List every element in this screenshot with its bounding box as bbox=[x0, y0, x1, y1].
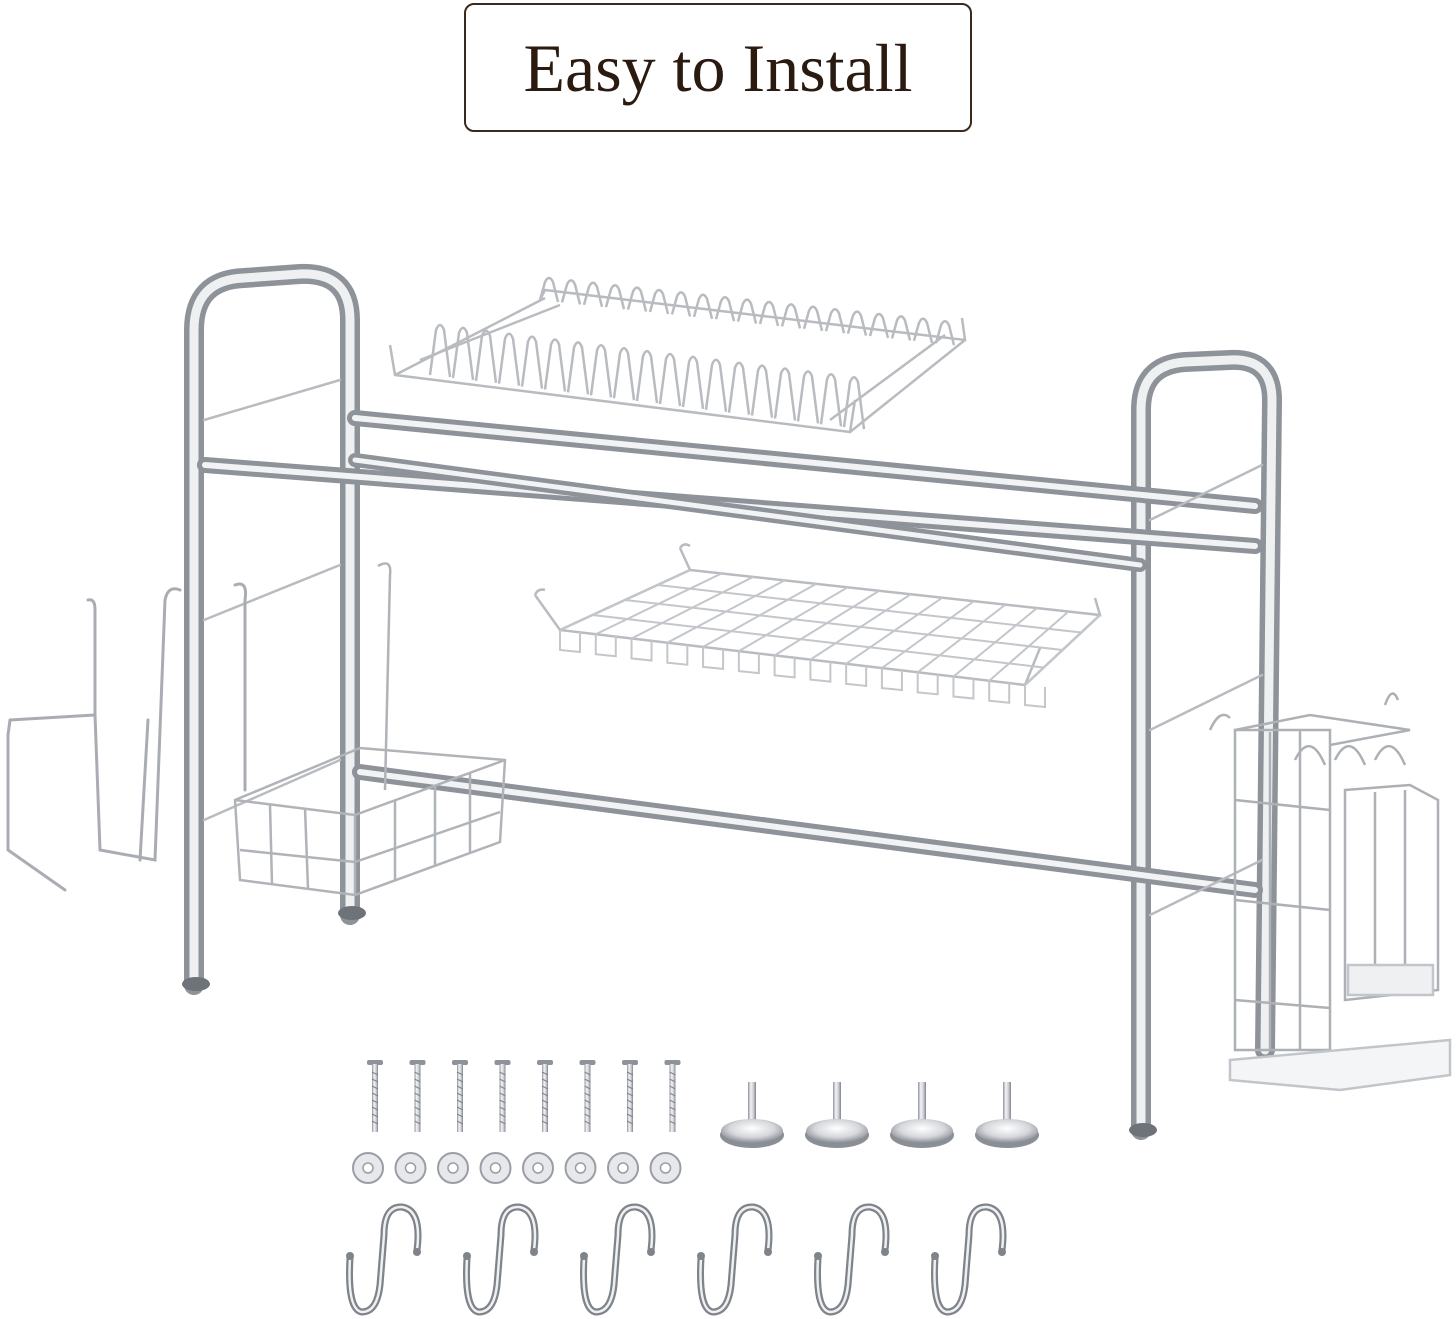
screw-icon bbox=[452, 1060, 468, 1132]
s-hook-icon bbox=[814, 1203, 890, 1316]
adjustable-foot-icon bbox=[890, 1082, 954, 1148]
washer-icon bbox=[522, 1152, 554, 1184]
screw-icon bbox=[367, 1060, 383, 1132]
bowl-rack-grid bbox=[559, 569, 1101, 709]
adjustable-foot-icon bbox=[720, 1082, 784, 1148]
s-hook-icon bbox=[346, 1203, 422, 1316]
sponge-basket-icon bbox=[233, 562, 507, 897]
washer-icon bbox=[394, 1152, 427, 1184]
s-hook-icon bbox=[580, 1203, 656, 1316]
screw-icon bbox=[409, 1060, 426, 1132]
washer-icon bbox=[564, 1152, 597, 1184]
utensil-holder-icon bbox=[1208, 692, 1452, 1092]
cutting-board-holder-icon bbox=[6, 582, 247, 892]
washer-icon bbox=[479, 1152, 512, 1184]
adjustable-foot-icon bbox=[805, 1082, 869, 1148]
washer-icon bbox=[649, 1152, 682, 1184]
screw-icon bbox=[622, 1060, 638, 1132]
rack-frame-icon bbox=[182, 263, 1283, 1140]
screw-icon bbox=[664, 1060, 681, 1132]
washer-set bbox=[352, 1152, 682, 1184]
s-hook-icon bbox=[697, 1203, 773, 1316]
title-text: Easy to Install bbox=[523, 29, 913, 106]
screw-icon bbox=[537, 1060, 553, 1132]
dish-rack-dividers bbox=[428, 276, 956, 430]
adjustable-foot-set bbox=[720, 1082, 1039, 1148]
dish-rack-icon bbox=[388, 288, 967, 434]
s-hook-icon bbox=[463, 1203, 539, 1316]
screw-icon bbox=[579, 1060, 596, 1132]
washer-icon bbox=[437, 1152, 469, 1184]
s-hook-icon bbox=[931, 1203, 1007, 1316]
washer-icon bbox=[352, 1152, 384, 1184]
title-banner: Easy to Install bbox=[464, 3, 972, 132]
adjustable-foot-icon bbox=[975, 1082, 1039, 1148]
screw-set bbox=[367, 1060, 681, 1132]
screw-icon bbox=[494, 1060, 511, 1132]
washer-icon bbox=[607, 1152, 639, 1184]
s-hook-set bbox=[346, 1203, 1007, 1316]
